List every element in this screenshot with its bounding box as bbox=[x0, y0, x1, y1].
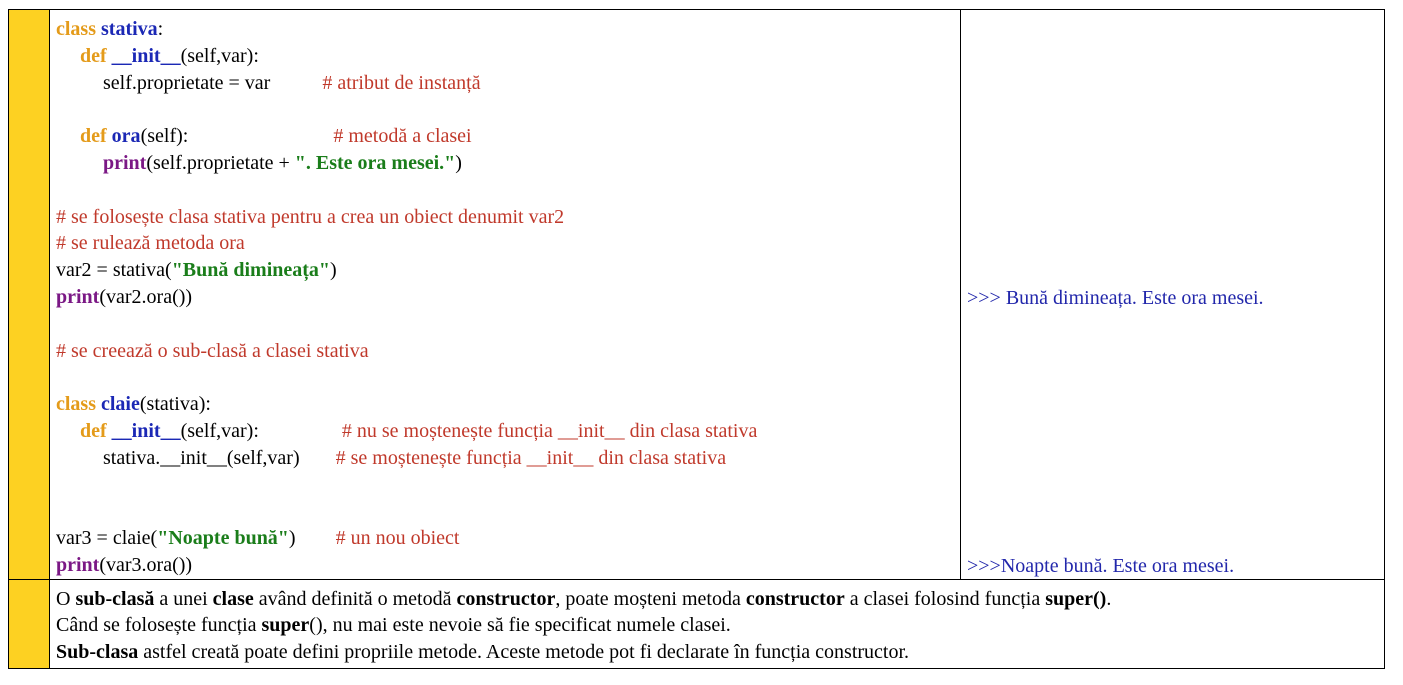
code-line: class stativa: bbox=[56, 16, 960, 43]
function-name: ora bbox=[111, 125, 141, 148]
bold-term: clase bbox=[212, 587, 254, 610]
code-line-blank bbox=[56, 364, 960, 391]
code-line: stativa.__init__(self,var) # se moșteneșt… bbox=[56, 445, 960, 472]
text: . bbox=[1106, 587, 1112, 610]
function-name: __init__ bbox=[111, 419, 181, 442]
code-line: def __init__(self,var): bbox=[56, 43, 960, 70]
text: astfel creată poate defini propriile met… bbox=[138, 640, 910, 663]
keyword: def bbox=[80, 44, 107, 67]
keyword: def bbox=[80, 125, 107, 148]
explanation-line-1: O sub-clasă a unei clase având definită … bbox=[56, 586, 1384, 613]
keyword: class bbox=[56, 393, 96, 416]
output-line-1: >>> Bună dimineața. Este ora mesei. bbox=[967, 286, 1264, 309]
explanation-row: O sub-clasă a unei clase având definită … bbox=[8, 578, 1385, 670]
code-comment: # atribut de instanță bbox=[322, 71, 481, 94]
code-line-blank bbox=[56, 311, 960, 338]
code-text: (self): bbox=[140, 125, 189, 148]
code-line: # se folosește clasa stativa pentru a cr… bbox=[56, 204, 960, 231]
code-text: var3 = claie( bbox=[56, 527, 158, 550]
code-line: class claie(stativa): bbox=[56, 391, 960, 418]
text: (), nu mai este nevoie să fie specificat… bbox=[309, 614, 731, 637]
code-line-blank bbox=[56, 472, 960, 499]
function-name: __init__ bbox=[111, 44, 181, 67]
code-text: (self.proprietate + bbox=[146, 151, 295, 174]
string-literal: ". Este ora mesei." bbox=[294, 151, 456, 174]
bold-term: super bbox=[261, 614, 310, 637]
code-comment: # se rulează metoda ora bbox=[56, 232, 245, 255]
text: Când se folosește funcția bbox=[56, 614, 262, 637]
code-text: (var3.ora()) bbox=[99, 553, 193, 576]
code-block: class stativa: def __init__(self,var): s… bbox=[50, 10, 960, 579]
code-row: class stativa: def __init__(self,var): s… bbox=[8, 9, 1385, 580]
explanation-line-2: Când se folosește funcția super(), nu ma… bbox=[56, 612, 1384, 639]
code-line: print(self.proprietate + ". Este ora mes… bbox=[56, 150, 960, 177]
code-comment: # se creează o sub-clasă a clasei stativ… bbox=[56, 339, 369, 362]
code-text: ) bbox=[330, 259, 337, 282]
code-line: print(var3.ora()) bbox=[56, 552, 960, 579]
code-line: # se rulează metoda ora bbox=[56, 230, 960, 257]
code-text: (self,var): bbox=[180, 419, 259, 442]
text: O bbox=[56, 587, 76, 610]
code-line: def ora(self): # metodă a clasei bbox=[56, 123, 960, 150]
code-comment: # se folosește clasa stativa pentru a cr… bbox=[56, 205, 565, 228]
gutter-cell bbox=[8, 578, 50, 670]
code-text: (var2.ora()) bbox=[99, 285, 193, 308]
code-line-blank bbox=[56, 177, 960, 204]
code-comment: # se moștenește funcția __init__ din cla… bbox=[335, 446, 727, 469]
output-cell: >>> Bună dimineața. Este ora mesei. >>>N… bbox=[960, 9, 1385, 580]
code-text: stativa.__init__(self,var) bbox=[103, 446, 300, 469]
string-literal: "Bună dimineața" bbox=[171, 259, 331, 282]
builtin-print: print bbox=[56, 553, 100, 576]
text: a clasei folosind funcția bbox=[844, 587, 1046, 610]
explanation-block: O sub-clasă a unei clase având definită … bbox=[50, 580, 1384, 669]
code-line-blank bbox=[56, 498, 960, 525]
code-line: var2 = stativa("Bună dimineața") bbox=[56, 257, 960, 284]
keyword: class bbox=[56, 18, 96, 40]
builtin-print: print bbox=[56, 285, 100, 308]
lesson-table: class stativa: def __init__(self,var): s… bbox=[8, 9, 1385, 670]
code-line: self.proprietate = var # atribut de insta… bbox=[56, 70, 960, 97]
class-name: claie bbox=[101, 393, 140, 416]
builtin-print: print bbox=[103, 151, 147, 174]
code-text: ) bbox=[455, 151, 462, 174]
code-text: var2 = stativa( bbox=[56, 259, 172, 282]
code-line: def __init__(self,var): # nu se moșteneșt… bbox=[56, 418, 960, 445]
explanation-line-3: Sub-clasa astfel creată poate defini pro… bbox=[56, 639, 1384, 666]
code-line: print(var2.ora()) bbox=[56, 284, 960, 311]
code-text: (stativa): bbox=[139, 393, 211, 416]
code-line-blank bbox=[56, 96, 960, 123]
code-comment: # nu se moștenește funcția __init__ din … bbox=[341, 419, 758, 442]
code-text: ) bbox=[288, 527, 296, 550]
explanation-cell: O sub-clasă a unei clase având definită … bbox=[49, 578, 1385, 670]
bold-term: super() bbox=[1045, 587, 1107, 610]
bold-term: constructor bbox=[456, 587, 556, 610]
bold-term: Sub-clasa bbox=[56, 640, 139, 663]
code-text: (self,var): bbox=[180, 44, 259, 67]
code-text: : bbox=[157, 18, 164, 40]
code-comment: # un nou obiect bbox=[335, 527, 460, 550]
string-literal: "Noapte bună" bbox=[157, 527, 289, 550]
code-comment: # metodă a clasei bbox=[333, 125, 472, 148]
text: , poate moșteni metoda bbox=[555, 587, 746, 610]
output-line-2: >>>Noapte bună. Este ora mesei. bbox=[967, 555, 1235, 577]
code-text: self.proprietate = var bbox=[103, 71, 271, 94]
bold-term: sub-clasă bbox=[75, 587, 155, 610]
code-line: var3 = claie("Noapte bună") # un nou obie… bbox=[56, 525, 960, 552]
code-line: # se creează o sub-clasă a clasei stativ… bbox=[56, 338, 960, 365]
text: având definită o metodă bbox=[253, 587, 457, 610]
text: a unei bbox=[154, 587, 213, 610]
keyword: def bbox=[80, 419, 107, 442]
code-cell: class stativa: def __init__(self,var): s… bbox=[49, 9, 961, 580]
class-name: stativa bbox=[101, 18, 158, 40]
gutter-cell bbox=[8, 9, 50, 580]
bold-term: constructor bbox=[745, 587, 845, 610]
